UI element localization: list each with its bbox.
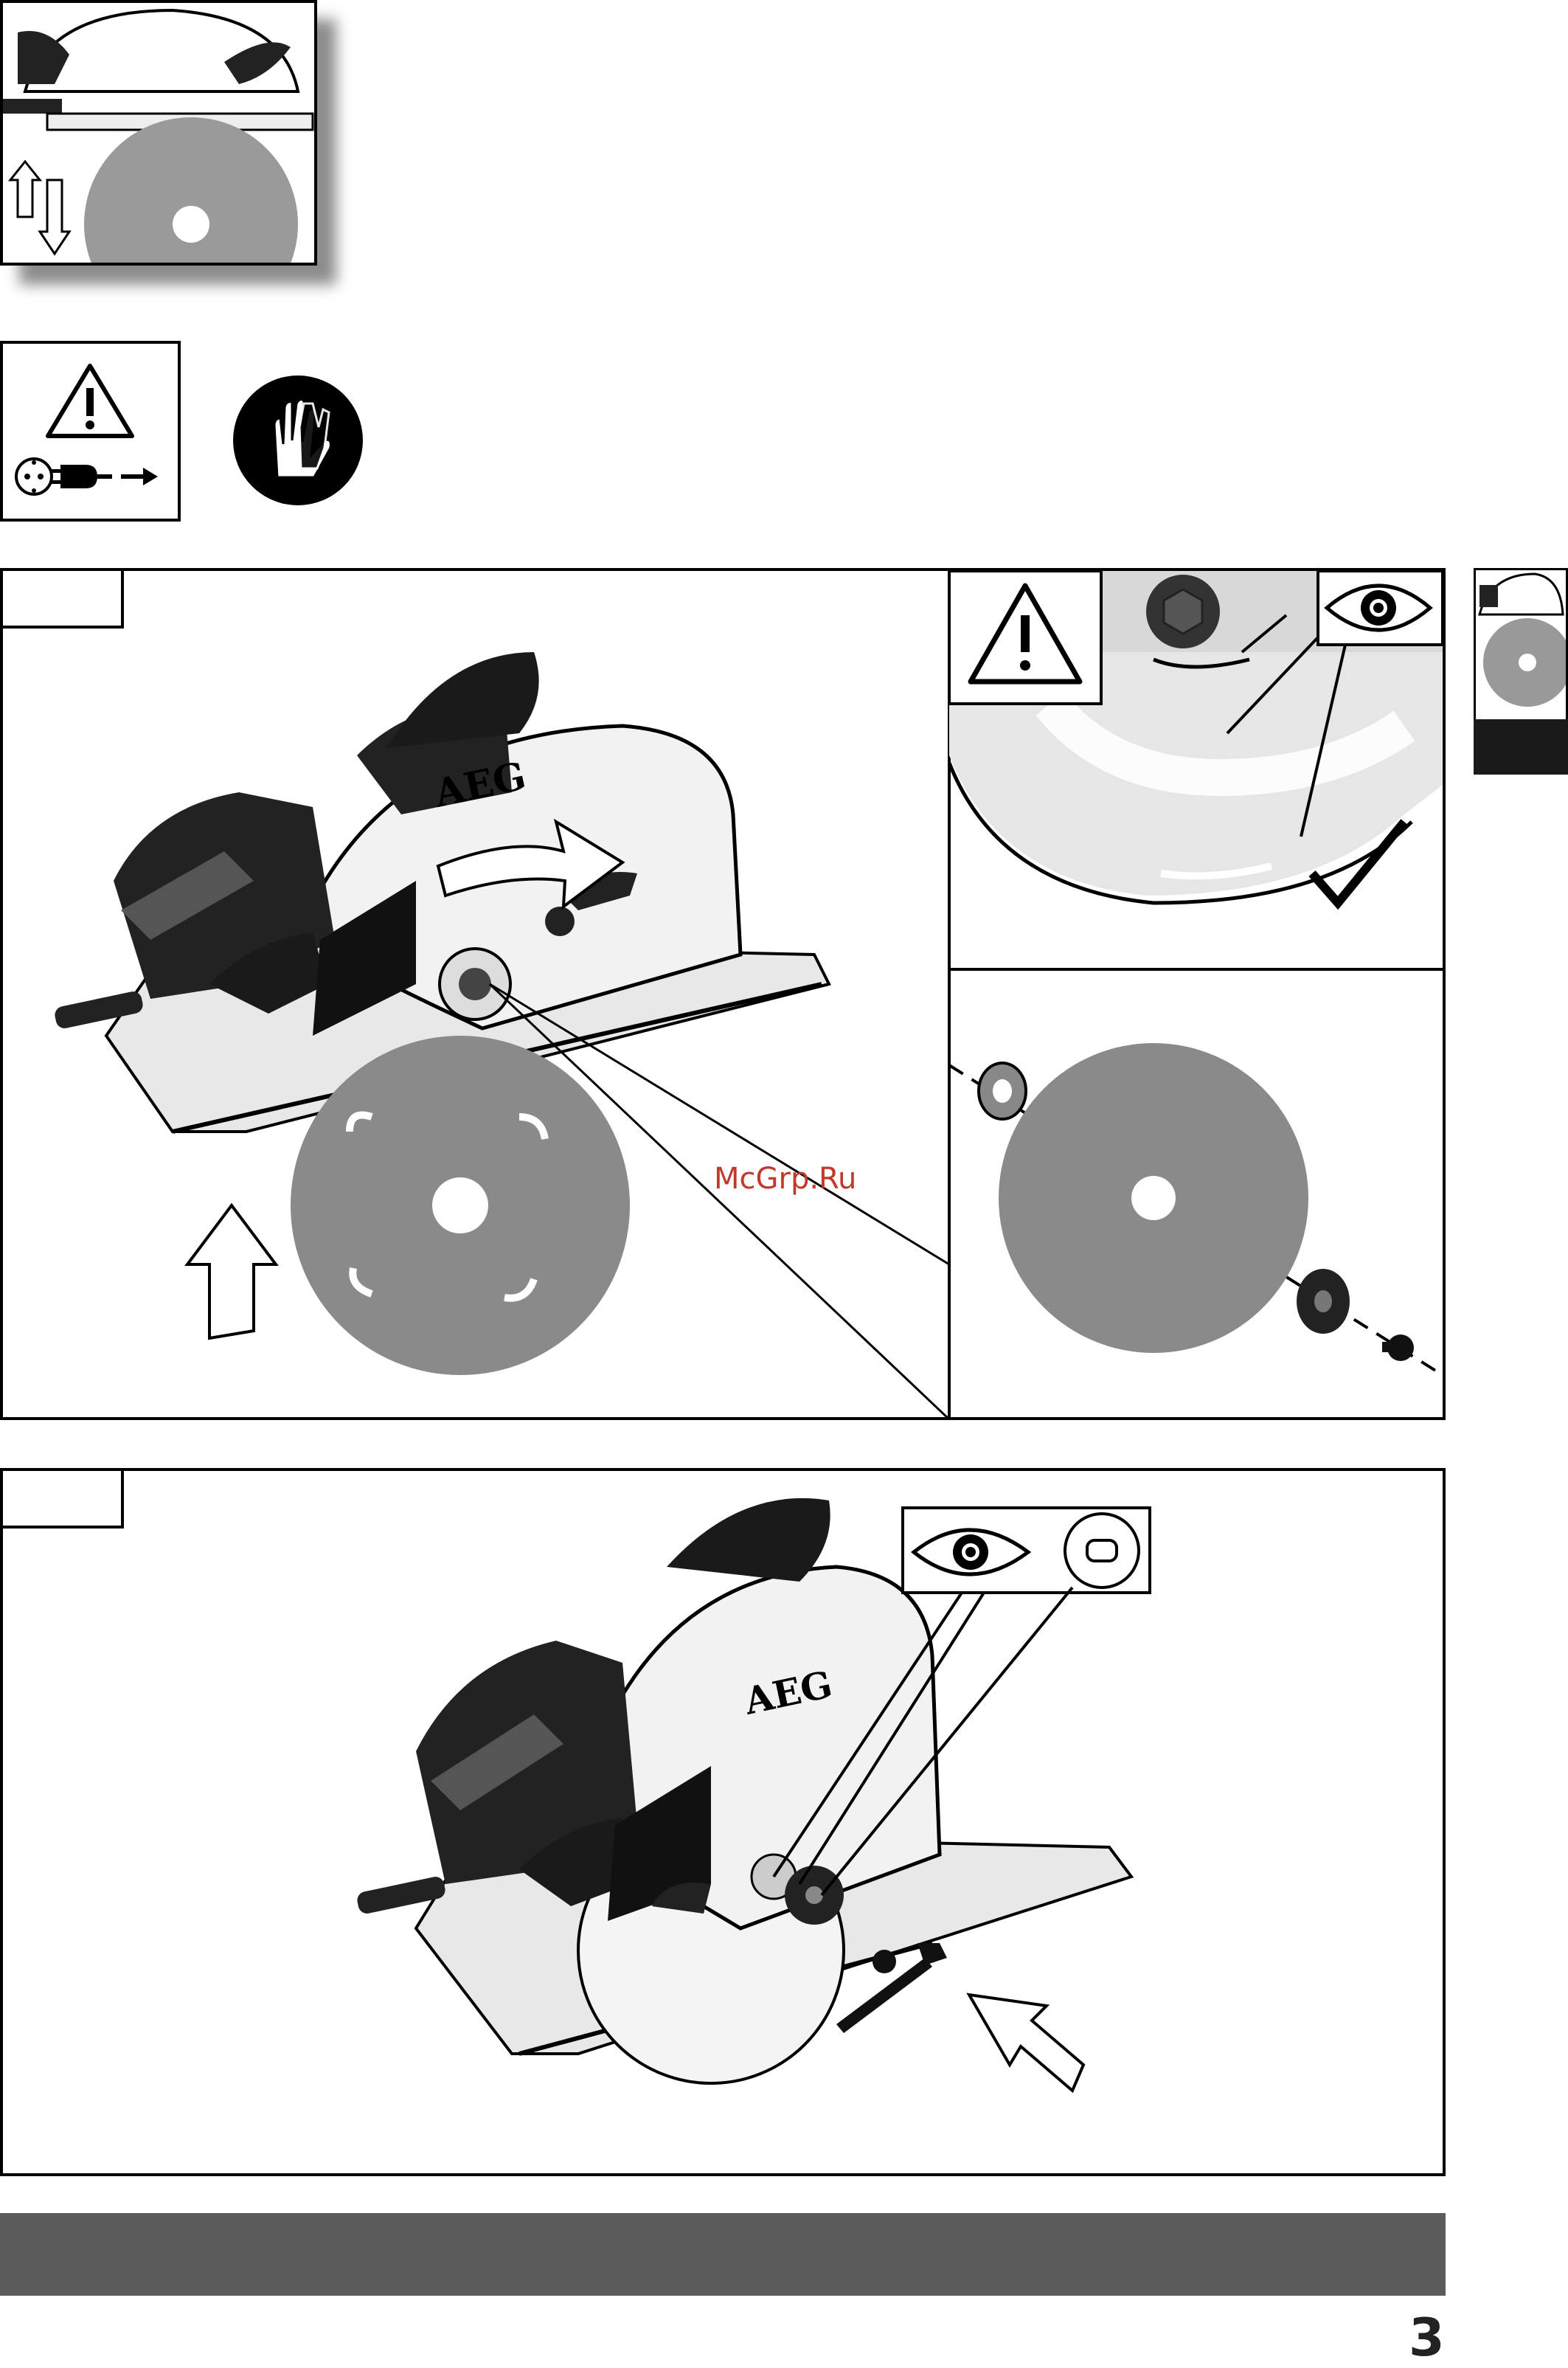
eye-icon [1318, 571, 1443, 645]
saw-blade-icon [999, 1043, 1308, 1353]
figure-1-frame: AEG [0, 568, 1446, 1420]
saw-blade-icon [291, 1036, 630, 1375]
arrow-push-icon [969, 1995, 1083, 2091]
outer-flange-icon [1297, 1269, 1350, 1334]
page-number: 3 [1409, 2308, 1460, 2368]
unplug-warning-box [0, 341, 181, 522]
warning-triangle-icon [48, 366, 132, 436]
figure-1-drawing: AEG [3, 571, 1443, 1417]
figure-2-drawing: AEG [3, 1471, 1443, 2173]
section-side-tab-dark [1474, 719, 1568, 775]
warning-triangle-icon [949, 571, 1101, 704]
blade-thumbnail [0, 0, 317, 266]
unplug-icon [16, 459, 158, 494]
gloves-icon [232, 374, 364, 507]
watermark: McGrp.Ru [714, 1162, 856, 1196]
side-tab-blade-icon [1476, 570, 1566, 718]
inner-flange-icon [979, 1063, 1026, 1119]
blade-thumbnail-drawing [3, 3, 317, 266]
hex-socket-icon [1065, 1514, 1139, 1588]
arrow-up-icon [187, 1205, 276, 1338]
footer-bar [0, 2213, 1446, 2296]
figure-2-frame: AEG [0, 1468, 1446, 2176]
